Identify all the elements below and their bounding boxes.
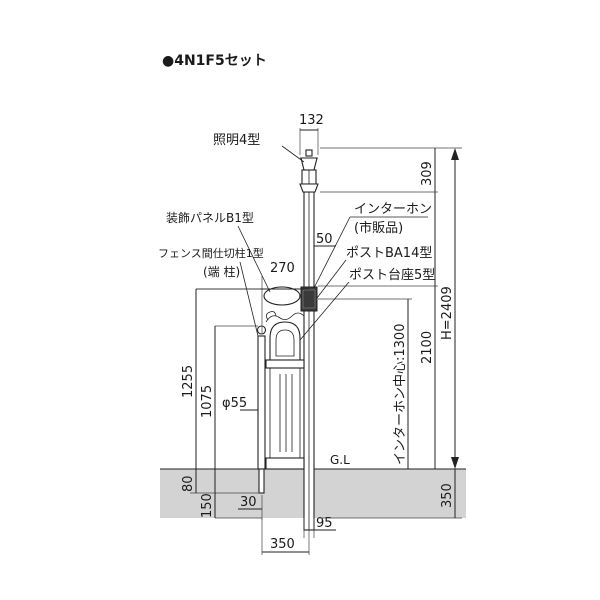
svg-text:350: 350 bbox=[440, 483, 455, 508]
svg-text:インターホン中心:1300: インターホン中心:1300 bbox=[393, 324, 408, 465]
post-base-label: ポスト台座5型 bbox=[349, 268, 435, 283]
svg-text:132: 132 bbox=[299, 113, 324, 128]
svg-text:30: 30 bbox=[240, 495, 257, 510]
dim-30: 30 bbox=[238, 495, 263, 520]
ground-label: G.L bbox=[330, 453, 350, 467]
dim-80: 80 bbox=[181, 469, 260, 494]
dim-total-height: H=2409 bbox=[440, 148, 459, 469]
dim-phi55: φ55 bbox=[222, 396, 258, 411]
dim-350-horizontal: 350 bbox=[261, 518, 310, 555]
svg-text:1075: 1075 bbox=[200, 385, 215, 418]
svg-text:1255: 1255 bbox=[181, 365, 196, 398]
svg-text:95: 95 bbox=[316, 516, 333, 531]
svg-text:50: 50 bbox=[316, 232, 333, 247]
dim-intercom-center: インターホン中心:1300 bbox=[318, 298, 412, 469]
lamp-pole bbox=[303, 191, 315, 531]
svg-text:270: 270 bbox=[270, 261, 295, 276]
intercom-box-icon bbox=[300, 286, 318, 312]
post-label: ポストBA14型 bbox=[346, 246, 432, 261]
fence-post bbox=[256, 325, 267, 494]
dim-309: 309 bbox=[320, 147, 462, 193]
diagram-title: ●4N1F5セット bbox=[162, 53, 267, 69]
svg-text:350: 350 bbox=[270, 537, 295, 552]
dim-50: 50 bbox=[314, 232, 336, 247]
lighting-label: 照明4型 bbox=[213, 133, 260, 148]
fence-post-label: フェンス間仕切柱1型 bbox=[158, 246, 264, 260]
intercom-label: インターホン bbox=[354, 202, 432, 217]
intercom-note: (市販品) bbox=[354, 220, 403, 236]
dim-132: 132 bbox=[299, 113, 324, 155]
svg-text:150: 150 bbox=[200, 493, 215, 518]
fence-post-note: (端 柱) bbox=[203, 264, 240, 279]
post-base bbox=[265, 321, 305, 470]
dim-1255: 1255 bbox=[181, 288, 260, 469]
dim-350-depth: 350 bbox=[318, 469, 462, 519]
svg-text:φ55: φ55 bbox=[222, 396, 247, 411]
dim-1075: 1075 bbox=[200, 325, 258, 469]
dim-150: 150 bbox=[200, 469, 262, 519]
svg-text:2100: 2100 bbox=[420, 331, 435, 364]
svg-text:H=2409: H=2409 bbox=[440, 286, 455, 340]
lamp-head-icon bbox=[299, 149, 319, 193]
svg-text:309: 309 bbox=[420, 161, 435, 186]
decor-panel-icon bbox=[263, 286, 305, 323]
decor-panel-label: 装飾パネルB1型 bbox=[166, 211, 254, 225]
svg-text:80: 80 bbox=[181, 475, 196, 492]
dim-2100: 2100 bbox=[318, 192, 438, 469]
